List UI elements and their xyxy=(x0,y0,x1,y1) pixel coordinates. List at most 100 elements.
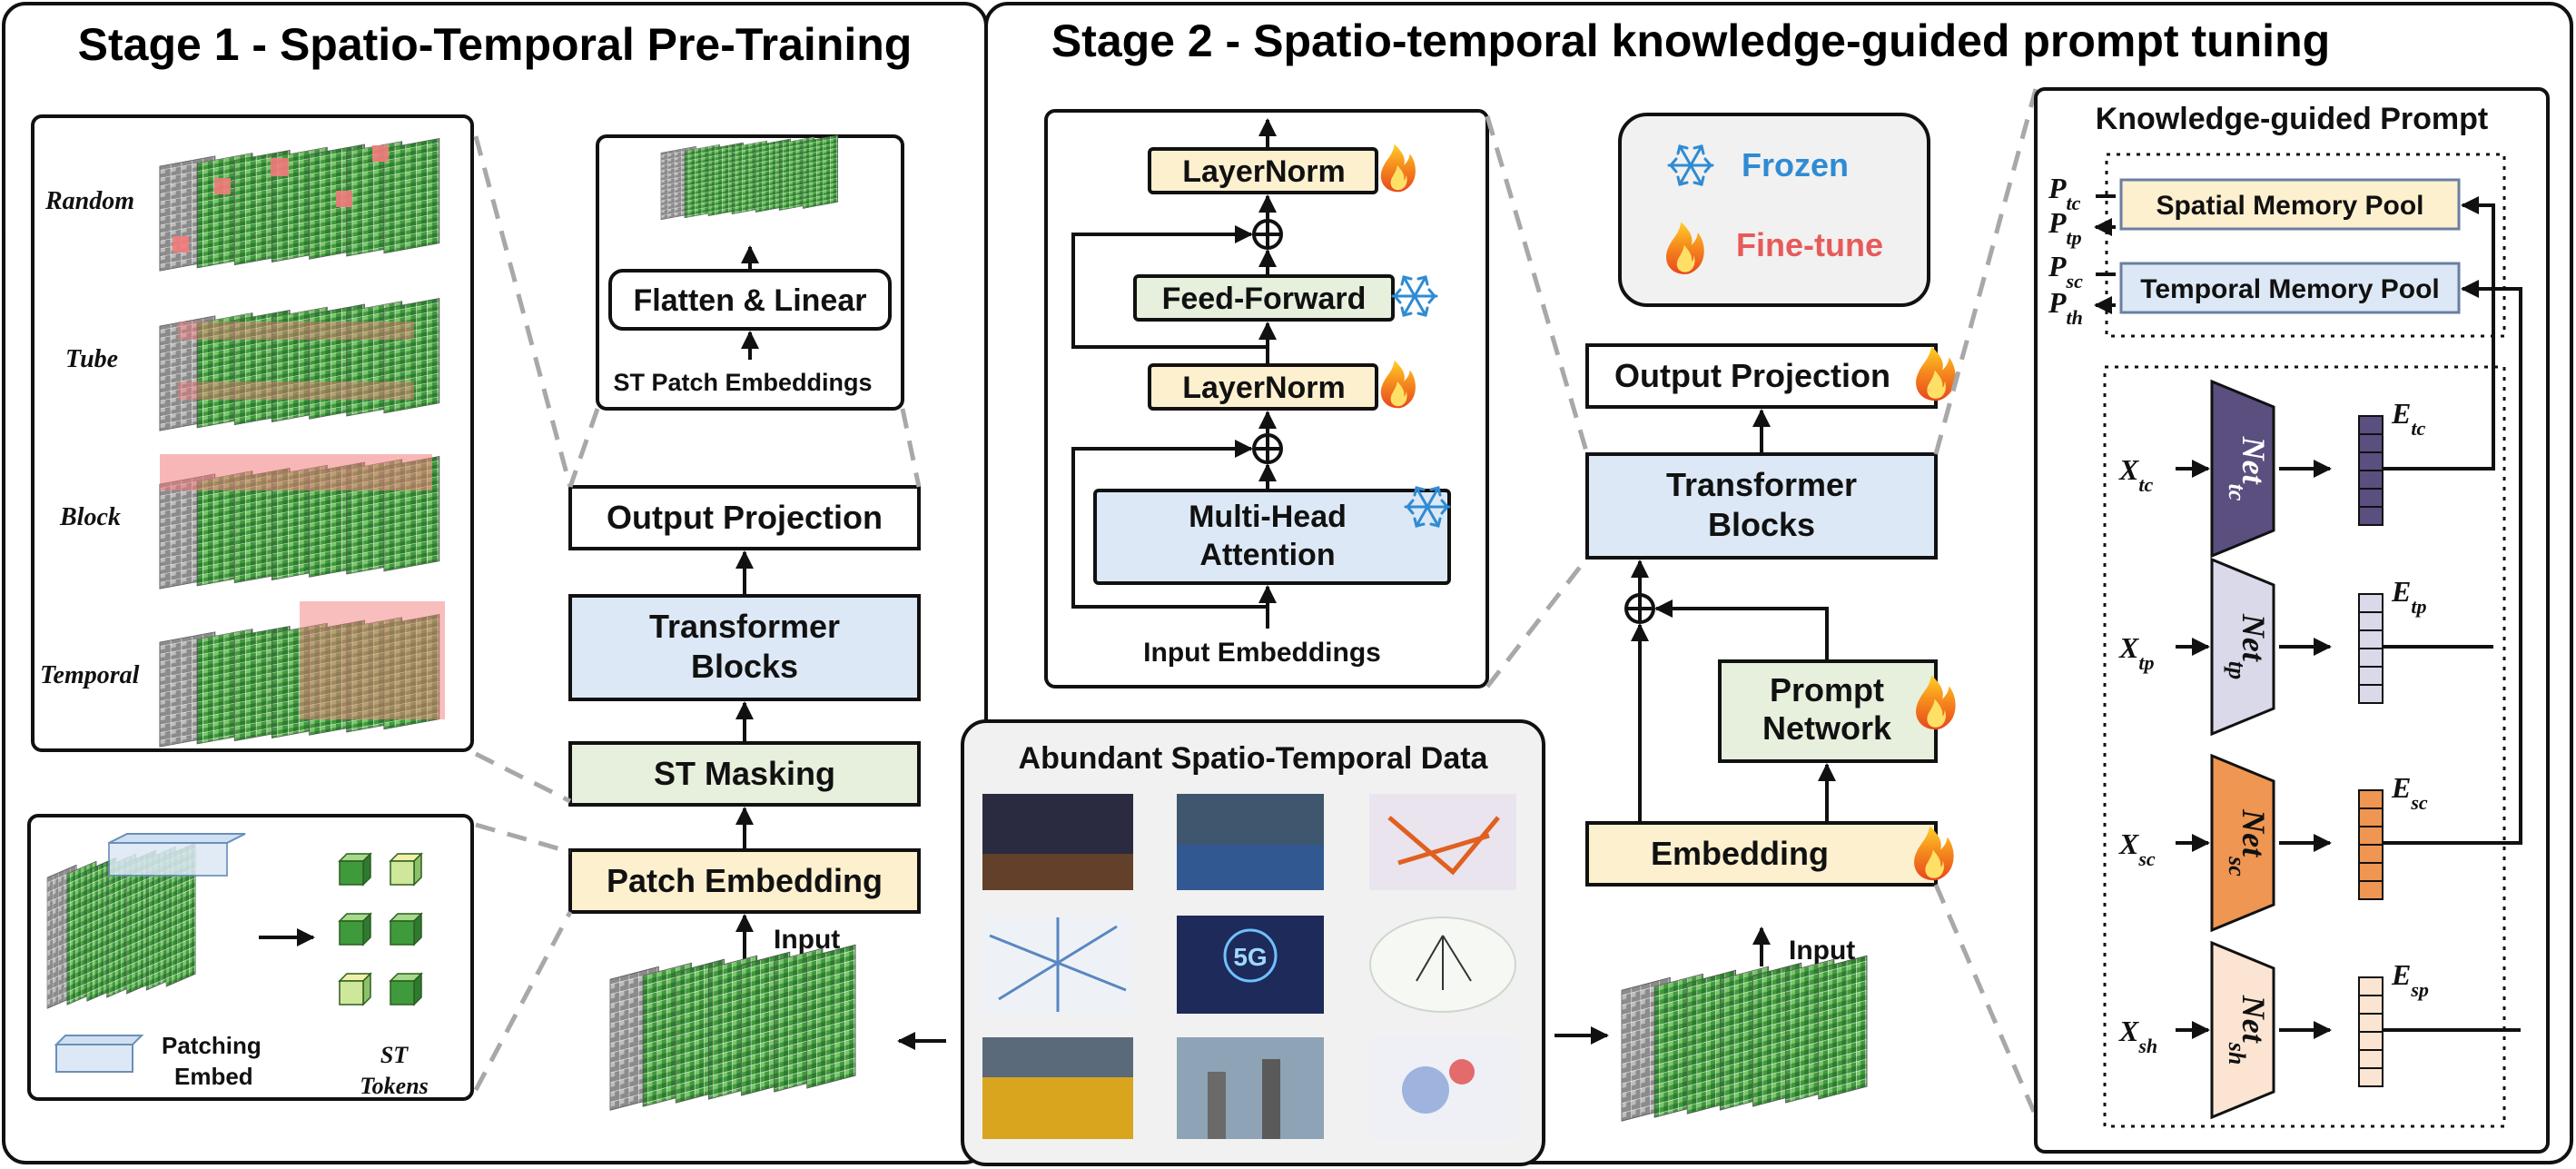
net-trapezoid-tp xyxy=(2210,557,2275,737)
stage1-title: Stage 1 - Spatio-Temporal Pre-Training xyxy=(78,19,913,70)
s1-input-label: Input xyxy=(774,925,840,955)
data-box-title: Abundant Spatio-Temporal Data xyxy=(1019,741,1489,776)
net-label-tp: Nettp xyxy=(2225,613,2273,679)
net-trapezoid-sh xyxy=(2210,940,2275,1120)
mask-row-random: Random xyxy=(44,138,440,272)
mask-row-tube: Tube xyxy=(65,298,440,431)
legend-box xyxy=(1618,113,1930,307)
net-label-sh: Netsh xyxy=(2225,995,2273,1065)
embedding-cell xyxy=(2358,826,2384,846)
s1-output-projection-box xyxy=(568,485,921,550)
prompt-label-sc: Psc xyxy=(2048,250,2083,292)
prompt-networks: XtcNettcEtcXtpNettpEtpXscNetscEscXshNets… xyxy=(2118,379,2429,1120)
embedding-cell xyxy=(2358,666,2384,686)
layernorm-mid-label: LayerNorm xyxy=(1182,371,1346,405)
s1-transformer-label-2: Blocks xyxy=(691,648,798,685)
prompt-network-label-2: Network xyxy=(1762,709,1892,747)
embedding-cell xyxy=(2358,1067,2384,1087)
knowledge-prompt-box xyxy=(2034,87,2550,1154)
s2-input-frames xyxy=(1621,955,1868,1122)
legend-finetune-label: Fine-tune xyxy=(1736,226,1883,263)
patching-label-1: Patching xyxy=(162,1032,262,1059)
net-label-tc: Nettc xyxy=(2225,436,2273,501)
embedding-cell xyxy=(2358,789,2384,809)
mask-row-block: Block xyxy=(59,454,440,589)
embedding-cell xyxy=(2358,433,2384,453)
embedding-cell xyxy=(2358,1049,2384,1069)
patching-label-2: Embed xyxy=(174,1063,253,1090)
input-embeddings-label: Input Embeddings xyxy=(1143,638,1381,668)
spatial-memory-pool-label: Spatial Memory Pool xyxy=(2156,191,2423,221)
st-patch-embeddings-label: ST Patch Embeddings xyxy=(613,369,872,396)
legend-frozen-label: Frozen xyxy=(1742,146,1849,183)
mask-label-block: Block xyxy=(59,503,121,531)
reconstructed-frames xyxy=(660,134,838,221)
embedding-cell xyxy=(2358,1013,2384,1033)
data-thumbnails: 5G xyxy=(982,794,1518,1139)
network-group xyxy=(2103,365,2506,1128)
embedding-cell xyxy=(2358,470,2384,490)
s2-transformer-blocks-box xyxy=(1585,452,1938,560)
embedding-label-e-tc: Etc xyxy=(2391,397,2425,440)
net-trapezoid-sc xyxy=(2210,753,2275,933)
pool-outputs xyxy=(2096,194,2116,305)
s2-embedding-label: Embedding xyxy=(1651,835,1829,872)
temporal-memory-pool-label: Temporal Memory Pool xyxy=(2140,274,2440,304)
plus-circle-icon xyxy=(1624,593,1655,624)
mask-label-temporal: Temporal xyxy=(40,661,140,689)
feed-forward-box xyxy=(1133,274,1395,322)
mha-label-1: Multi-Head xyxy=(1189,500,1347,534)
s1-output-projection-label: Output Projection xyxy=(607,499,883,536)
st-tokens-label-2: Tokens xyxy=(360,1073,429,1099)
embedding-cell xyxy=(2358,995,2384,1015)
spatial-memory-pool-box xyxy=(2119,178,2461,231)
flatten-linear-box xyxy=(608,269,892,331)
net-trapezoid-tc xyxy=(2210,379,2275,559)
layernorm-top-box xyxy=(1148,147,1378,194)
plus-circle-icon xyxy=(1252,219,1283,250)
embedding-label-e-tp: Etp xyxy=(2391,575,2426,618)
mha-label-2: Attention xyxy=(1199,538,1335,572)
s2-transformer-label-2: Blocks xyxy=(1708,506,1815,543)
embedding-cell xyxy=(2358,862,2384,882)
embedding-cell xyxy=(2358,648,2384,668)
embedding-label-e-sc: Esc xyxy=(2391,771,2428,814)
embedding-cell xyxy=(2358,611,2384,631)
badge-5g: 5G xyxy=(1233,943,1267,971)
s1-patch-embedding-box xyxy=(568,848,921,914)
prompt-network-label-1: Prompt xyxy=(1770,671,1884,708)
s1-st-masking-label: ST Masking xyxy=(654,755,835,792)
s1-transformer-blocks-box xyxy=(568,594,921,701)
embedding-cell xyxy=(2358,844,2384,864)
embedding-cell xyxy=(2358,880,2384,900)
plus-circle-icon xyxy=(1252,433,1283,464)
embedding-cell xyxy=(2358,807,2384,827)
net-row-sh: Xsh Netsh Esp xyxy=(2118,940,2429,1120)
mask-label-tube: Tube xyxy=(65,345,118,373)
input-label-x-tp: Xtp xyxy=(2118,631,2154,674)
input-label-x-tc: Xtc xyxy=(2118,453,2153,496)
flatten-linear-label: Flatten & Linear xyxy=(634,283,867,318)
s1-input-frames xyxy=(609,944,856,1111)
embedding-cell xyxy=(2358,1031,2384,1051)
s1-transformer-label-1: Transformer xyxy=(649,608,840,645)
embedding-label-e-sp: Esp xyxy=(2391,958,2429,1001)
s1-st-masking-box xyxy=(568,741,921,807)
embedding-cell xyxy=(2358,451,2384,471)
net-label-sc: Netsc xyxy=(2225,808,2273,877)
s2-output-projection-box xyxy=(1585,343,1938,409)
patching-embed-icon xyxy=(55,1044,133,1073)
embedding-cell xyxy=(2358,593,2384,613)
embedding-cell xyxy=(2358,415,2384,435)
mask-row-temporal: Temporal xyxy=(40,601,445,748)
knowledge-prompt-title: Knowledge-guided Prompt xyxy=(2096,102,2489,136)
stage2-title: Stage 2 - Spatio-temporal knowledge-guid… xyxy=(1051,15,2330,66)
net-row-tc: Xtc Nettc Etc xyxy=(2118,379,2425,559)
prompt-label-tc: Ptc xyxy=(2048,172,2081,214)
temporal-memory-pool-box xyxy=(2119,262,2461,314)
feed-forward-label: Feed-Forward xyxy=(1162,282,1367,316)
input-label-x-sh: Xsh xyxy=(2118,1015,2157,1057)
s2-embedding-box xyxy=(1585,821,1938,887)
mask-label-random: Random xyxy=(44,187,134,215)
